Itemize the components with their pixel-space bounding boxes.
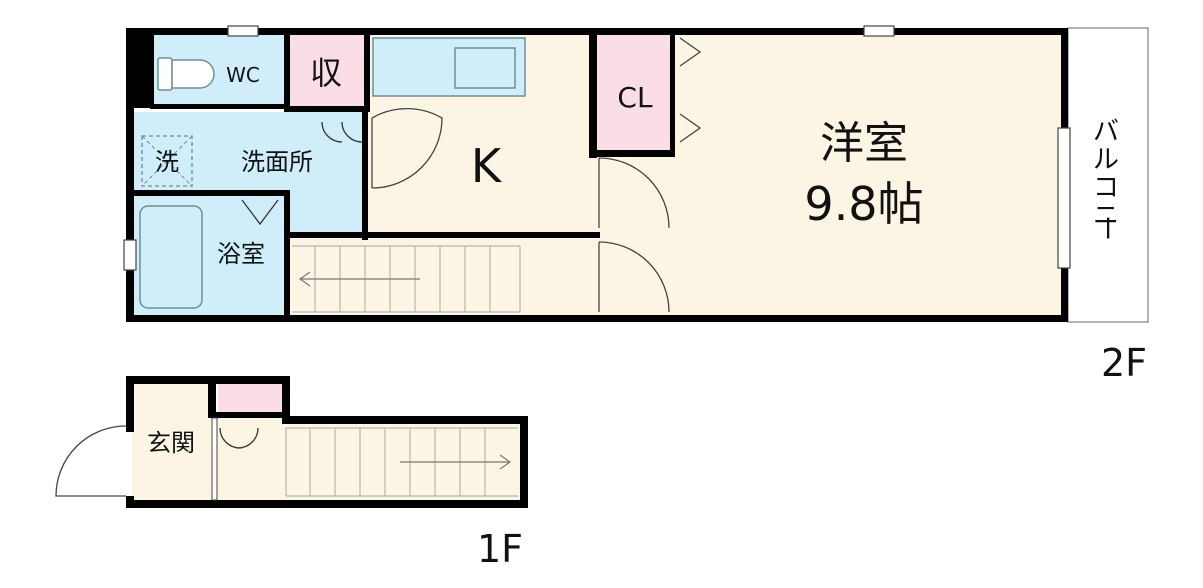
bathroom-label: 浴室 xyxy=(217,240,265,268)
balcony-char: ー xyxy=(1091,215,1121,241)
kitchen-label: K xyxy=(471,139,503,193)
toilet-fixture xyxy=(157,57,215,91)
storage-floor xyxy=(287,34,367,106)
storage-door-swing xyxy=(321,121,363,143)
stairs-1f xyxy=(285,427,518,497)
windows-2f xyxy=(123,25,1071,271)
balcony-label: バ ル コ ニ ー xyxy=(1091,117,1121,241)
balcony-char: ニ xyxy=(1093,201,1119,231)
washroom-floor-ext xyxy=(287,106,362,234)
closet-label: CL xyxy=(617,81,653,114)
washer-label: 洗 xyxy=(155,148,179,176)
floor-2f xyxy=(123,25,1149,323)
washer-pan xyxy=(141,135,193,187)
washroom-label: 洗面所 xyxy=(241,148,313,176)
bathroom-door-swing xyxy=(241,199,279,226)
bathtub xyxy=(139,205,203,309)
hall-floor xyxy=(290,236,597,318)
walls-2f xyxy=(126,28,1068,322)
bathroom-floor xyxy=(134,194,288,318)
balcony-floor xyxy=(1067,27,1149,323)
wc-label: WC xyxy=(226,63,260,87)
kitchen-door-swing xyxy=(371,108,443,189)
storage-label: 収 xyxy=(310,54,342,92)
western-room-size: 9.8帖 xyxy=(804,177,923,231)
entrance-door-swing xyxy=(55,425,127,497)
entrance-floor xyxy=(132,383,214,501)
walls-1f xyxy=(126,376,528,508)
entrance-step xyxy=(211,417,218,501)
western-room-label: 洋室 xyxy=(820,118,908,169)
stairs-2f xyxy=(292,245,521,313)
western-door-swing xyxy=(598,157,670,313)
entrance-label: 玄関 xyxy=(147,429,195,457)
floor-label-1f: 1F xyxy=(477,527,523,571)
balcony-char: バ xyxy=(1093,117,1119,147)
shoe-storage-door xyxy=(219,427,259,449)
closet-door-marks xyxy=(679,37,702,143)
entry-hall-floor xyxy=(214,418,524,501)
balcony-char: ル xyxy=(1093,145,1119,175)
closet-floor xyxy=(597,34,673,152)
shoe-storage xyxy=(218,384,282,414)
floor-1f xyxy=(55,376,528,508)
kitchen-sink xyxy=(454,47,516,89)
balcony-char: コ xyxy=(1093,173,1119,203)
floor-label-2f: 2F xyxy=(1101,341,1147,385)
